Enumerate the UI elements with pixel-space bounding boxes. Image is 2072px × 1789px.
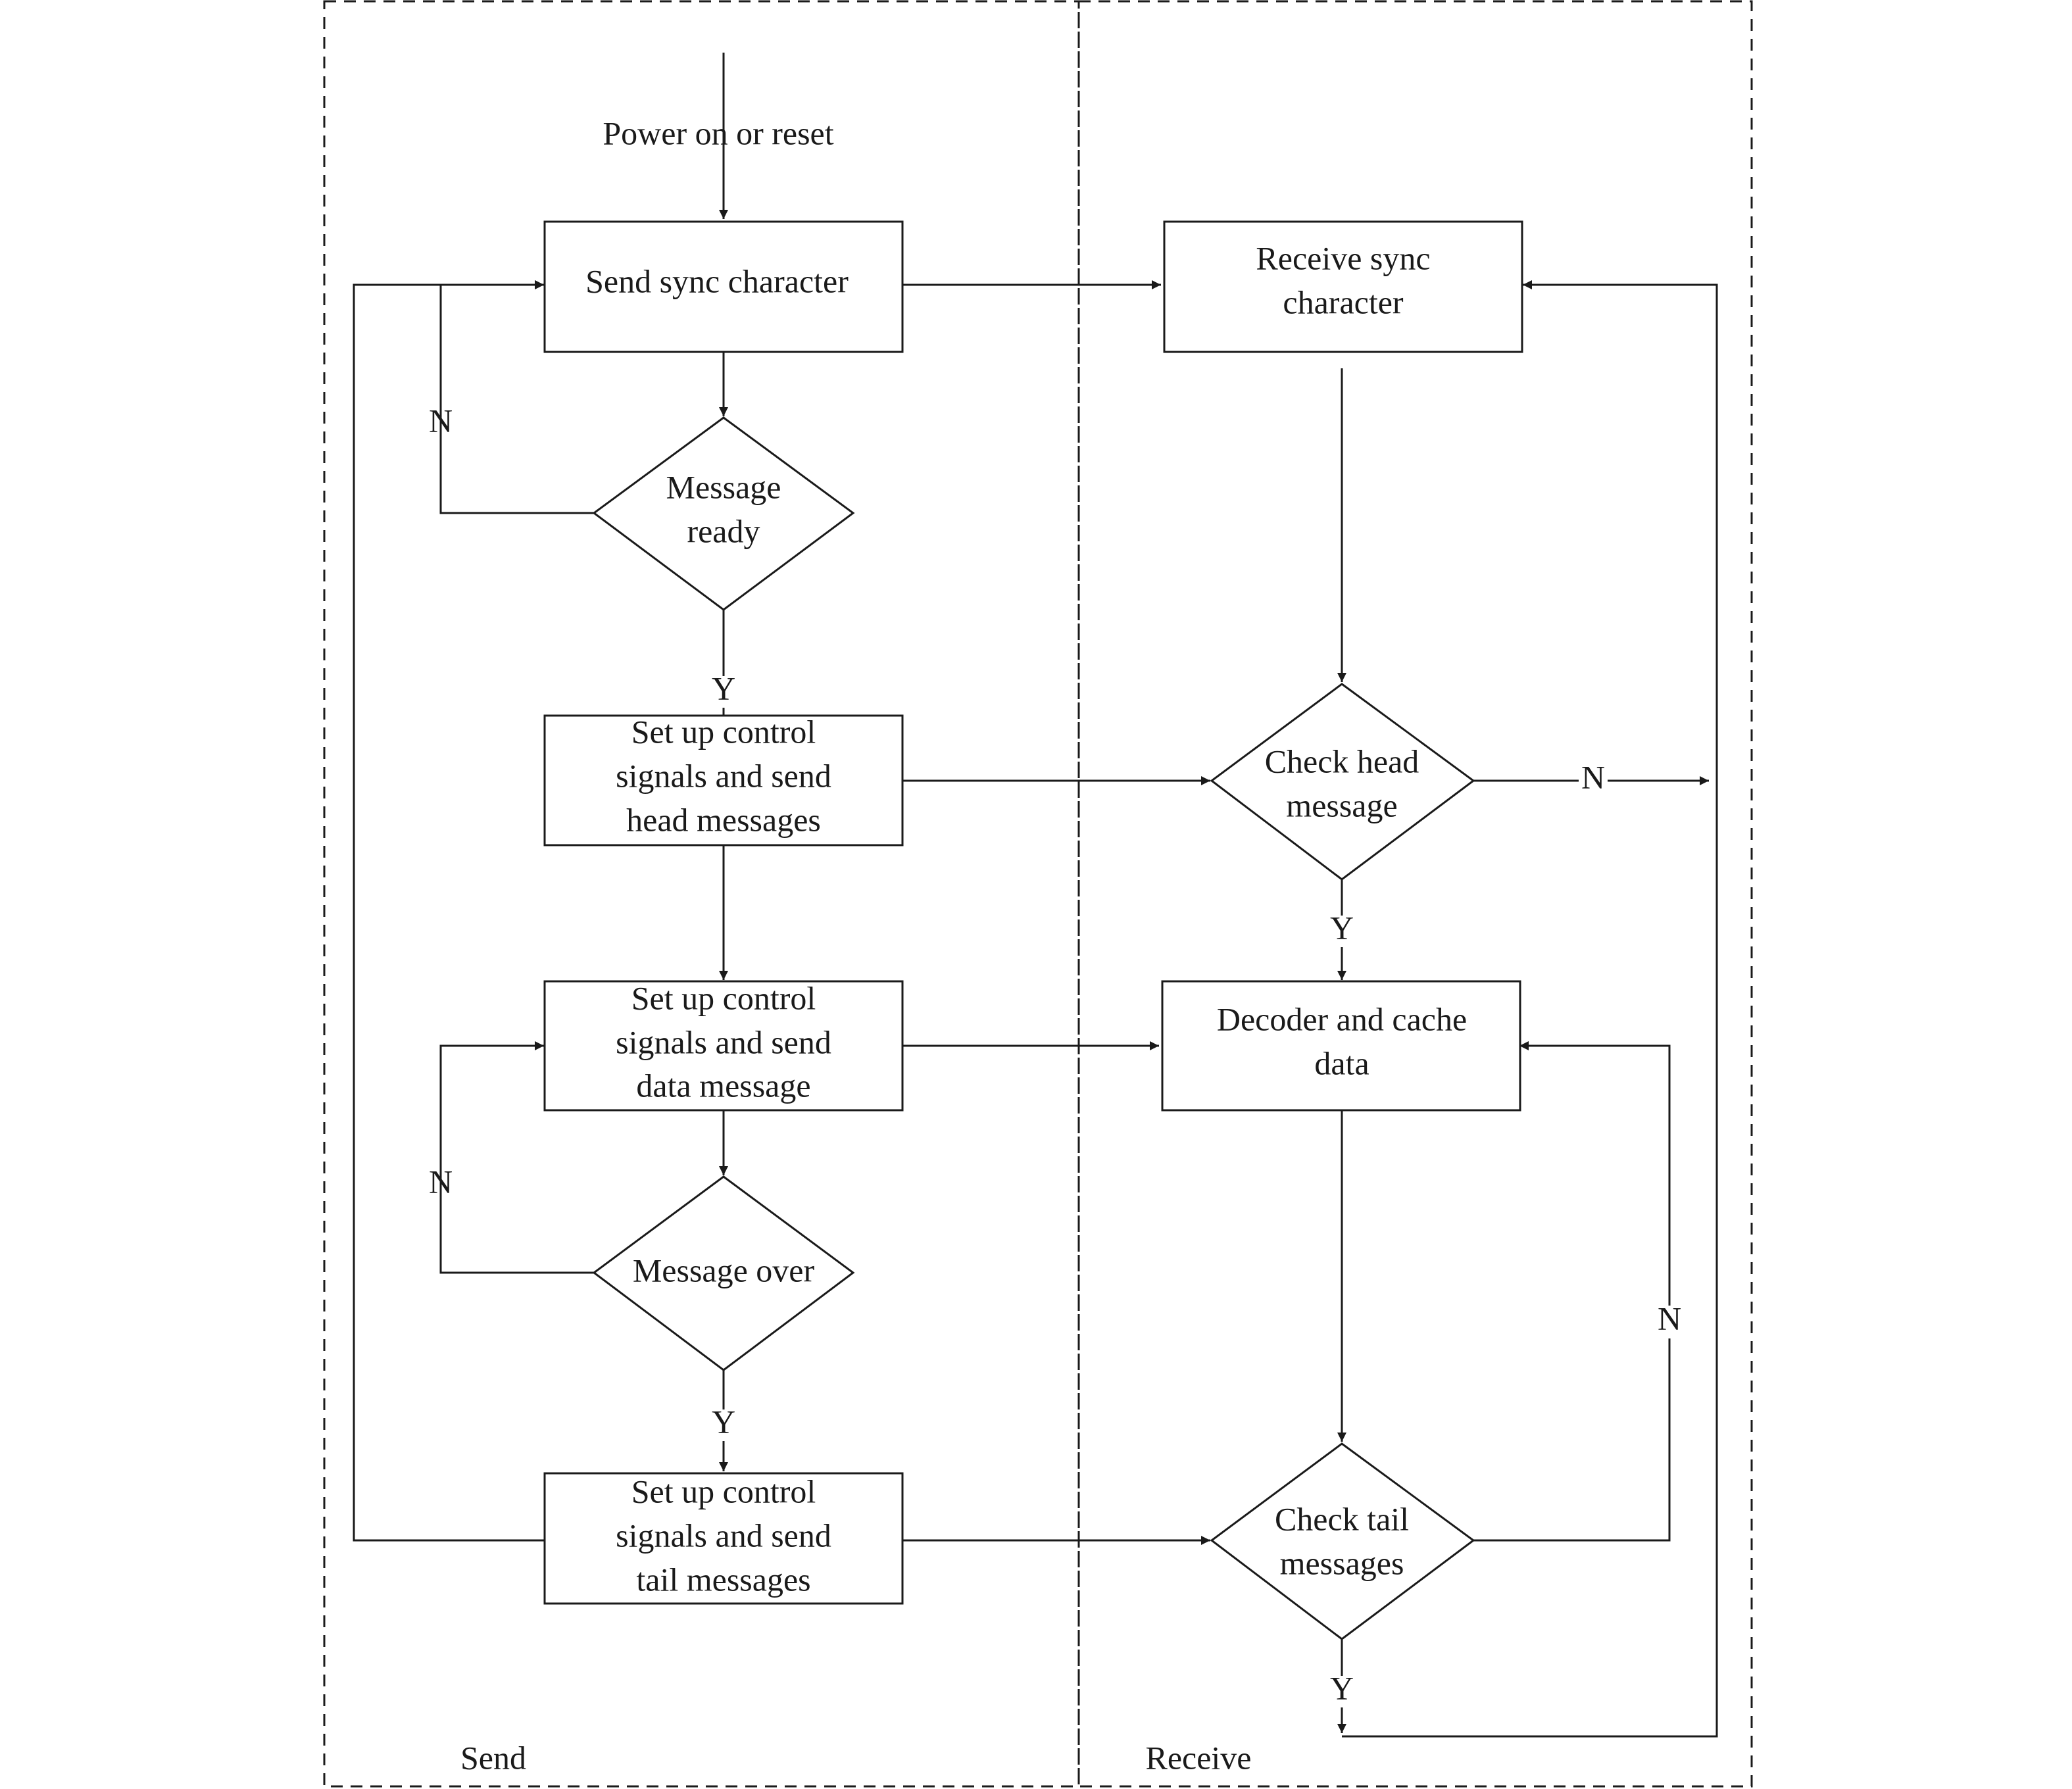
- data-send-line-1: Set up control: [631, 979, 816, 1016]
- ready-no-label: N: [429, 402, 453, 439]
- tail-send-node: Set up control signals and send tail mes…: [543, 1472, 904, 1605]
- check-tail-line-1: Check tail: [1275, 1500, 1409, 1537]
- tail-send-line-3: tail messages: [636, 1561, 810, 1598]
- message-over-label: Message over: [633, 1252, 815, 1288]
- edge-tail-to-sync: [353, 280, 545, 1542]
- edges: [353, 53, 1718, 1738]
- over-yes-label: Y: [712, 1403, 735, 1440]
- send-lane: [323, 0, 1080, 1788]
- start-label: Power on or reset: [603, 114, 833, 151]
- receive-sync-line-2: character: [1283, 283, 1404, 320]
- ready-yes-label: Y: [712, 670, 735, 706]
- head-send-node: Set up control signals and send head mes…: [543, 713, 904, 846]
- message-over-decision: Message over: [592, 1175, 855, 1371]
- receive-lane: [1077, 0, 1753, 1788]
- tail-send-line-2: signals and send: [616, 1517, 831, 1554]
- check-tail-decision: Check tail messages: [1210, 1442, 1475, 1640]
- edge-labels: Y N N Y N Y N Y: [429, 402, 1684, 1707]
- message-ready-line-2: ready: [687, 512, 760, 549]
- head-yes-label: Y: [1330, 909, 1354, 946]
- decoder-cache-line-1: Decoder and cache: [1217, 1000, 1467, 1037]
- edge-return-to-receive: [1342, 280, 1718, 1738]
- check-head-line-2: message: [1286, 787, 1397, 823]
- check-head-decision: Check head message: [1210, 683, 1475, 881]
- check-head-line-1: Check head: [1265, 743, 1419, 779]
- decoder-cache-node: Decoder and cache data: [1161, 980, 1521, 1112]
- receive-lane-label: Receive: [1145, 1739, 1251, 1776]
- head-no-label: N: [1581, 758, 1605, 795]
- message-ready-decision: Message ready: [592, 416, 855, 611]
- send-lane-label: Send: [460, 1739, 526, 1776]
- data-send-line-2: signals and send: [616, 1023, 831, 1060]
- edge-check-tail-no: [1473, 1041, 1671, 1542]
- edge-over-no: [439, 1041, 594, 1274]
- tail-no-label: N: [1658, 1300, 1681, 1336]
- head-send-line-3: head messages: [626, 801, 821, 838]
- data-send-line-3: data message: [636, 1067, 810, 1104]
- head-send-line-2: signals and send: [616, 757, 831, 794]
- decoder-cache-line-2: data: [1314, 1044, 1369, 1081]
- tail-send-line-1: Set up control: [631, 1473, 816, 1509]
- over-no-label: N: [429, 1163, 453, 1200]
- head-send-line-1: Set up control: [631, 713, 816, 750]
- check-tail-line-2: messages: [1280, 1544, 1404, 1581]
- receive-sync-line-1: Receive sync: [1256, 239, 1430, 276]
- tail-yes-label: Y: [1330, 1669, 1354, 1706]
- send-sync-node: Send sync character: [543, 220, 904, 353]
- message-ready-line-1: Message: [666, 468, 781, 505]
- data-send-node: Set up control signals and send data mes…: [543, 979, 904, 1112]
- send-sync-label: Send sync character: [585, 262, 849, 299]
- receive-sync-node: Receive sync character: [1163, 220, 1523, 353]
